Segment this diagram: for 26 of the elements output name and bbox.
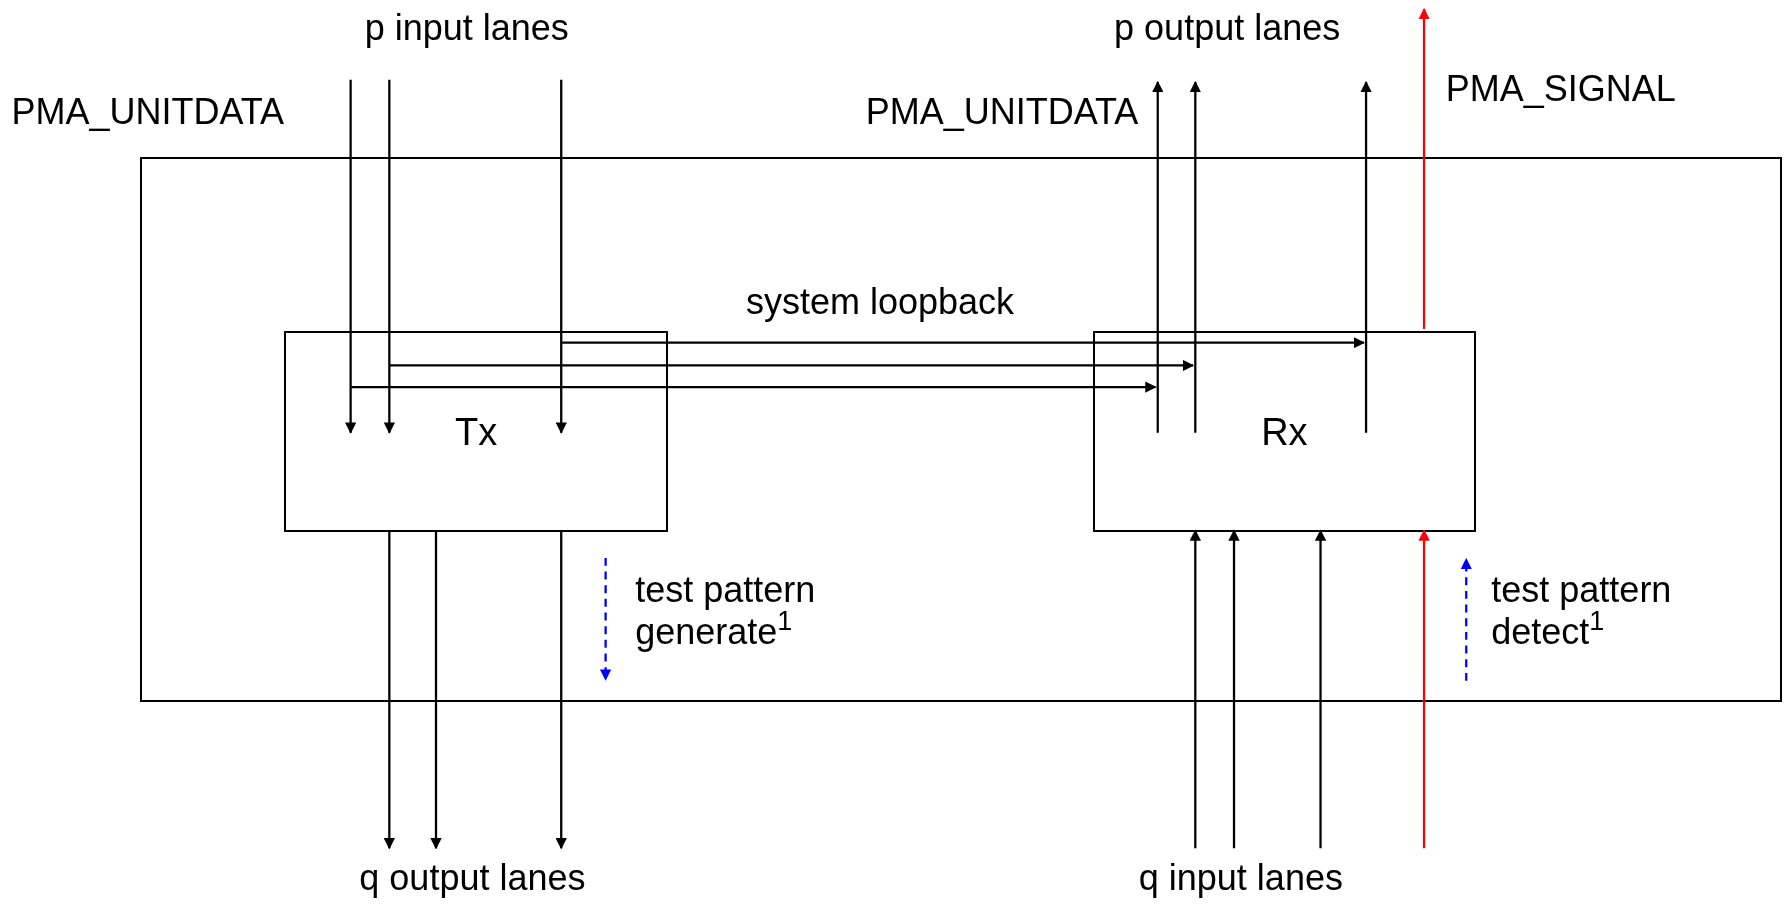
- lane-label: q input lanes: [1115, 857, 1367, 901]
- arrow: [383, 79, 395, 434]
- arrow: [561, 337, 1365, 349]
- lane-label: q output lanes: [347, 857, 598, 901]
- arrow: [344, 79, 357, 434]
- arrow: [383, 530, 395, 850]
- arrow: [350, 381, 1157, 393]
- block-label: Rx: [1261, 412, 1308, 451]
- arrow: [1228, 529, 1240, 849]
- arrow: [1314, 529, 1327, 849]
- arrow: [1418, 529, 1430, 849]
- arrow: [1152, 80, 1164, 433]
- block-outline: [140, 157, 1782, 703]
- arrow: [1189, 80, 1201, 433]
- arrow: [1189, 529, 1201, 849]
- arrow: [389, 359, 1195, 372]
- arrow: [555, 79, 567, 434]
- process-box: [1092, 331, 1477, 533]
- arrow: [430, 530, 442, 850]
- arrow: [1360, 80, 1372, 433]
- arrow: [555, 530, 567, 850]
- process-box: [284, 331, 668, 533]
- lane-label: p input lanes: [341, 6, 592, 51]
- arrow: [1418, 7, 1430, 330]
- lane-label: p output lanes: [1101, 6, 1353, 51]
- block-label: Tx: [455, 412, 498, 451]
